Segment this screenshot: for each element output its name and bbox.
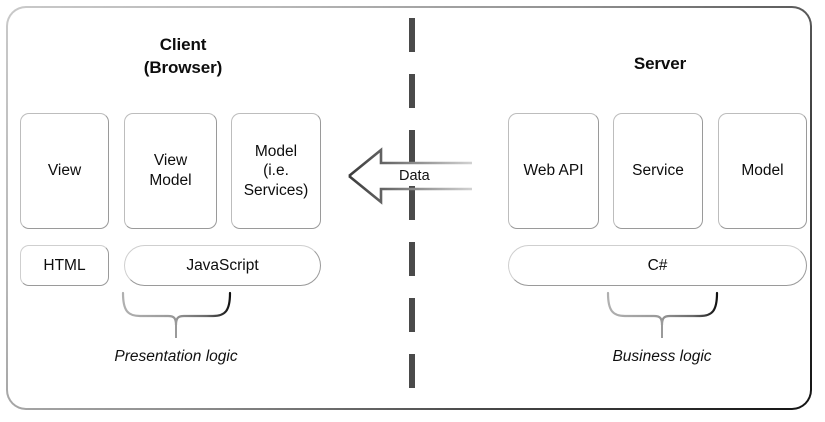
client-card-model-services[interactable]: Model (i.e. Services) [231,113,323,231]
server-brace-caption: Business logic [612,348,712,365]
server-card-web-api[interactable]: Web API [508,113,601,231]
server-card-model[interactable]: Model [718,113,809,231]
client-brace-caption: Presentation logic [114,348,238,365]
client-pill-javascript[interactable]: JavaScript [124,245,323,288]
client-pill-html[interactable]: HTML [20,245,111,288]
server-card-service[interactable]: Service [613,113,705,231]
client-card-view[interactable]: View [20,113,111,231]
server-section-title: Server [633,54,687,73]
client-card-view-model[interactable]: View Model [124,113,219,231]
data-flow-label: Data [396,168,433,184]
server-pill-csharp[interactable]: C# [508,245,809,288]
client-section-title: Client (Browser) [143,35,223,78]
